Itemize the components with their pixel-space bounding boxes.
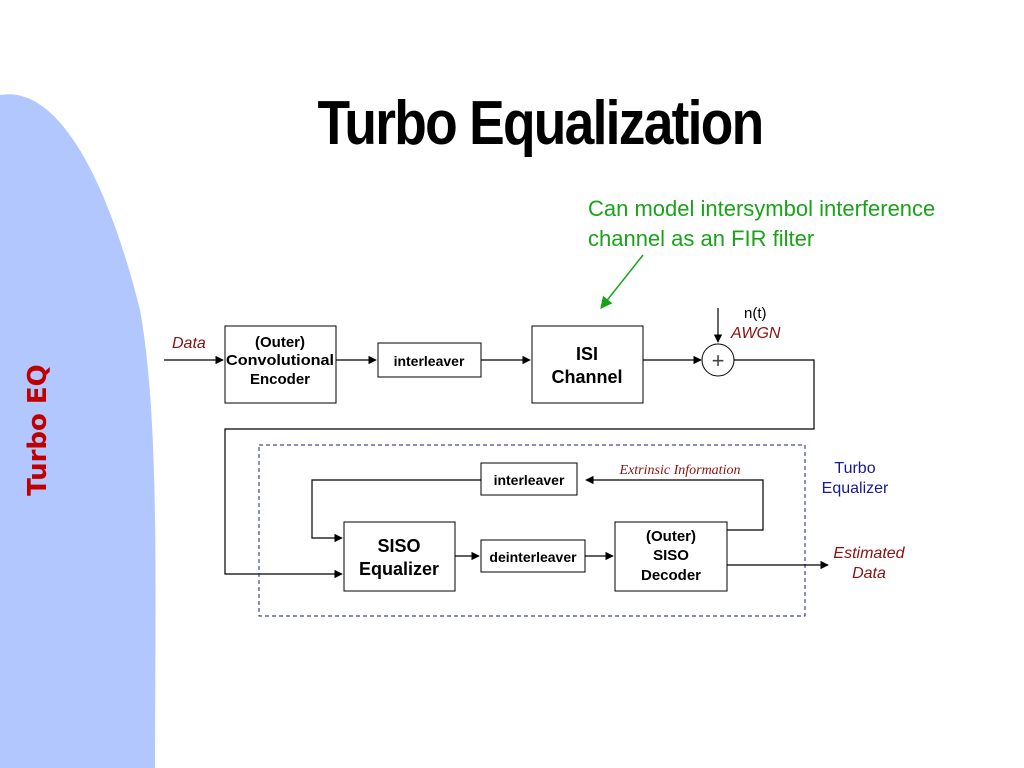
side-panel-shape [0, 94, 156, 768]
outer-encoder-line2: Convolutional [226, 352, 334, 369]
isi-channel-line1: ISI [576, 344, 598, 364]
outer-siso-decoder-line1: (Outer) [646, 528, 696, 545]
interleaver-label: interleaver [394, 353, 465, 369]
outer-siso-decoder-line2: SISO [653, 547, 689, 564]
note-pointer-arrow [600, 254, 644, 309]
outer-siso-decoder-block [614, 521, 728, 592]
slide-title: Turbo Equalization [317, 89, 765, 158]
interleaver-block [377, 342, 482, 378]
deinterleaver-label: deinterleaver [489, 549, 577, 565]
isi-channel-block [531, 325, 644, 404]
estimated-data-label-line2: Data [852, 565, 886, 582]
input-data-label: Data [172, 335, 206, 352]
feedback-interleaver-block [480, 462, 578, 496]
adder-plus-symbol: + [712, 348, 725, 373]
annotation-note-line2: channel as an FIR filter [588, 226, 815, 251]
noise-signal-label: n(t) [744, 305, 767, 322]
annotation-note-line1: Can model intersymbol interference [588, 196, 936, 221]
siso-equalizer-line1: SISO [377, 536, 420, 556]
outer-encoder-line1: (Outer) [255, 334, 305, 351]
deinterleaver-block [480, 539, 586, 573]
outer-encoder-line3: Encoder [250, 371, 310, 388]
noise-type-label: AWGN [730, 325, 781, 342]
annotation-note: Can model intersymbol interference chann… [588, 194, 1008, 254]
turbo-equalizer-dashed-box [258, 444, 806, 617]
isi-channel-line2: Channel [551, 367, 622, 387]
siso-equalizer-block [343, 521, 456, 592]
outer-encoder-block [224, 325, 337, 404]
side-section-label: Turbo EQ [23, 364, 53, 496]
feedback-interleaver-label: interleaver [494, 472, 565, 488]
turbo-equalizer-label-line2: Equalizer [822, 480, 889, 497]
turbo-equalizer-label-line1: Turbo [834, 460, 875, 477]
feedback-to-equalizer-wire [311, 479, 481, 543]
siso-equalizer-line2: Equalizer [359, 559, 439, 579]
estimated-data-label-line1: Estimated [833, 545, 905, 562]
channel-output-wire [224, 359, 815, 579]
extrinsic-information-label: Extrinsic Information [619, 463, 741, 478]
decoder-to-feedback-wire [585, 475, 764, 531]
outer-siso-decoder-line3: Decoder [641, 567, 701, 584]
